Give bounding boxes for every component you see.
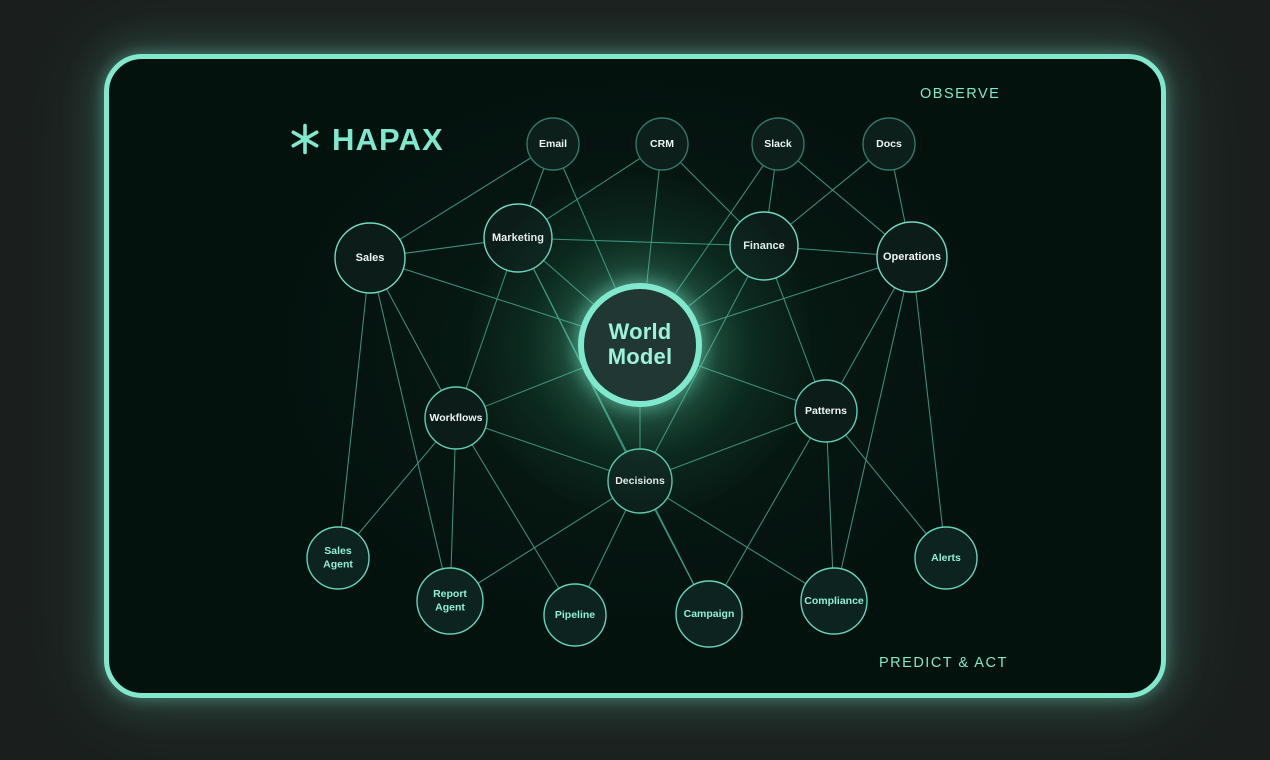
graph-edges: [340, 157, 944, 589]
graph-node-operations[interactable]: Operations: [876, 221, 948, 293]
graph-edge: [377, 291, 444, 569]
graph-edge: [725, 437, 811, 586]
graph-edge: [562, 167, 616, 289]
graph-node-patterns[interactable]: Patterns: [794, 379, 858, 443]
graph-edge: [775, 277, 816, 383]
node-circle: [543, 583, 607, 647]
graph-edge: [845, 434, 927, 535]
graph-edge: [532, 268, 695, 585]
graph-edge: [669, 421, 798, 471]
graph-node-workflows[interactable]: Workflows: [424, 386, 488, 450]
graph-node-compliance[interactable]: Compliance: [800, 567, 868, 635]
node-circle: [483, 203, 553, 273]
node-circle: [635, 117, 689, 171]
graph-node-alerts[interactable]: Alerts: [914, 526, 978, 590]
graph-node-finance[interactable]: Finance: [729, 211, 799, 281]
graph-edge: [546, 157, 641, 220]
hapax-wordmark: HAPAX: [332, 121, 444, 157]
graph-edge: [399, 157, 532, 240]
graph-edge: [404, 242, 485, 254]
graph-edge: [797, 160, 886, 235]
caption-observe: OBSERVE: [920, 86, 1001, 102]
graph-edge: [386, 288, 442, 391]
node-circle: [675, 580, 743, 648]
graph-edge: [551, 238, 731, 246]
graph-edge: [893, 169, 906, 223]
graph-edge: [797, 247, 878, 255]
graph-edge: [915, 291, 944, 528]
graph-edge: [698, 267, 879, 327]
graph-node-pipeline[interactable]: Pipeline: [543, 583, 607, 647]
graph-edge: [674, 165, 764, 295]
graph-node-marketing[interactable]: Marketing: [483, 203, 553, 273]
graph-edge: [529, 168, 545, 207]
world-model-node[interactable]: World Model: [578, 283, 702, 407]
node-circle: [751, 117, 805, 171]
node-circle: [794, 379, 858, 443]
world-model-label-line2: Model: [607, 344, 673, 369]
node-circle: [306, 526, 370, 590]
node-circle: [334, 222, 406, 294]
graph-edge: [826, 441, 834, 569]
graph-edge: [688, 266, 738, 307]
hapax-logo[interactable]: HAPAX: [288, 122, 444, 156]
graph-edge: [485, 427, 610, 472]
graph-edge: [680, 162, 741, 223]
node-circle: [424, 386, 488, 450]
node-circle: [914, 526, 978, 590]
node-circle: [800, 567, 868, 635]
graph-edge: [543, 260, 594, 305]
graph-edge: [768, 169, 775, 213]
graph-edge: [450, 448, 456, 569]
graph-edge: [588, 509, 627, 588]
asterisk-star-icon: [288, 122, 322, 156]
node-circle: [416, 567, 484, 635]
graph-edge: [654, 509, 695, 585]
node-circle: [526, 117, 580, 171]
graph-edge: [340, 292, 367, 528]
graph-edge: [484, 367, 583, 408]
graph-edge: [471, 444, 560, 589]
graph-node-decisions[interactable]: Decisions: [607, 448, 673, 514]
graph-edge: [403, 268, 582, 327]
graph-edge: [840, 287, 896, 385]
graph-edge: [698, 365, 797, 402]
graph-edge: [654, 275, 749, 453]
world-model-label: World Model: [608, 320, 673, 369]
graph-edge: [666, 497, 807, 585]
graph-node-crm[interactable]: CRM: [635, 117, 689, 171]
world-model-label-line1: World: [608, 319, 672, 345]
graph-edge: [646, 169, 660, 284]
graph-edge: [477, 497, 614, 584]
node-circle: [876, 221, 948, 293]
graph-edge: [790, 160, 870, 225]
graph-node-docs[interactable]: Docs: [862, 117, 916, 171]
graph-node-sales[interactable]: Sales: [334, 222, 406, 294]
graph-node-email[interactable]: Email: [526, 117, 580, 171]
graph-edge: [840, 291, 905, 569]
graph-edge: [357, 441, 437, 535]
graph-node-slack[interactable]: Slack: [751, 117, 805, 171]
caption-predict: PREDICT & ACT: [879, 655, 1008, 671]
graph-edge: [465, 269, 508, 389]
node-circle: [607, 448, 673, 514]
node-circle: [729, 211, 799, 281]
node-circle: [862, 117, 916, 171]
graph-node-campaign[interactable]: Campaign: [675, 580, 743, 648]
